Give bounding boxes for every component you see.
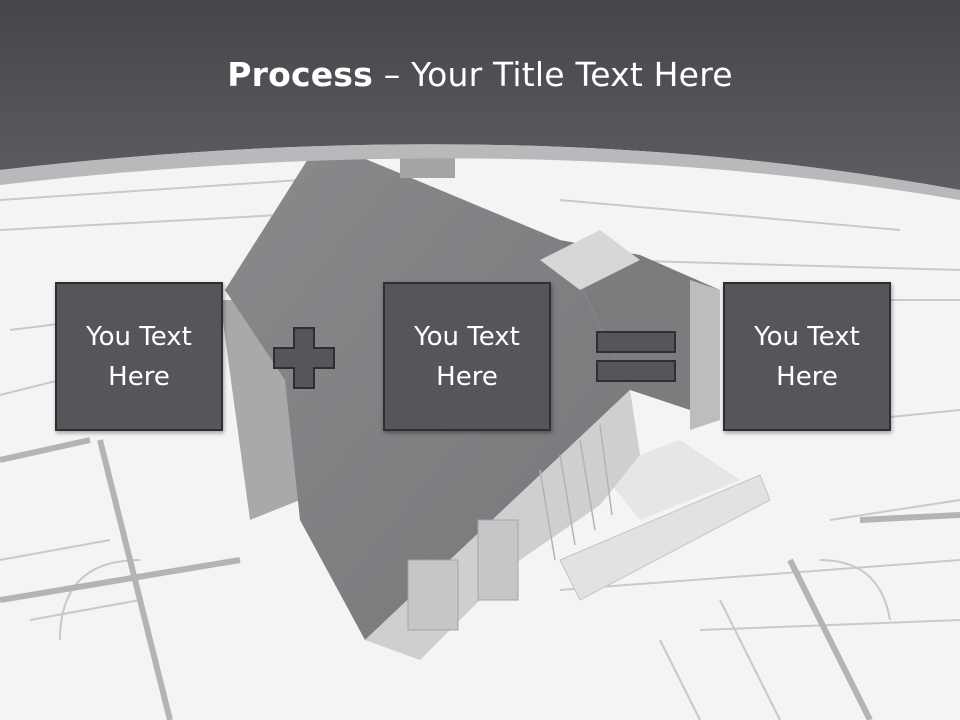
title-separator: – [373,55,412,94]
title-bold-word: Process [227,55,373,94]
title-rest: Your Title Text Here [411,55,733,94]
process-box-2-text: You Text Here [414,321,520,392]
plus-icon [273,327,335,389]
equals-icon [596,331,676,382]
process-box-1[interactable]: You Text Here [55,282,223,431]
process-box-3-text: You Text Here [754,321,860,392]
process-box-1-text: You Text Here [86,321,192,392]
process-box-2[interactable]: You Text Here [383,282,551,431]
process-box-3[interactable]: You Text Here [723,282,891,431]
slide-title: Process – Your Title Text Here [0,52,960,98]
